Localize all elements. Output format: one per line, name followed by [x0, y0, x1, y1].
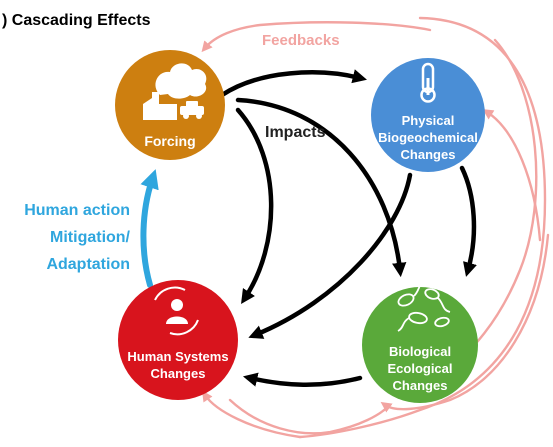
feedbacks-label: Feedbacks: [262, 32, 340, 49]
node-biological-label-line-1: Biological: [389, 344, 451, 359]
human-action-label-line-3: Adaptation: [46, 256, 130, 273]
feedback-lower-link: [228, 398, 392, 435]
human-action-arrow: [140, 169, 159, 288]
diagram-title: ) Cascading Effects: [2, 12, 151, 29]
node-physical-label-line-2: Biogeochemical: [378, 130, 478, 145]
node-physical-label-line-1: Physical: [402, 113, 455, 128]
node-human: Human Systems Changes: [118, 280, 238, 400]
feedback-arrow-to-human: [202, 390, 302, 439]
impact-arrows: [219, 69, 477, 388]
human-action-label-line-2: Mitigation/: [50, 229, 131, 246]
node-forcing: Forcing: [115, 50, 225, 160]
node-human-label-line-1: Human Systems: [127, 349, 228, 364]
human-action-label-line-1: Human action: [24, 202, 130, 219]
node-human-circle: [118, 280, 238, 400]
microbes-icon: [397, 281, 451, 332]
impact-arrow-physical-to-biological: [459, 165, 477, 277]
feedback-arrow-to-physical: [482, 109, 542, 242]
node-biological-label-line-2: Ecological: [387, 361, 452, 376]
impact-arrow-biological-to-human: [242, 372, 363, 388]
thermometer-icon: [420, 62, 436, 103]
feedback-arrow-to-forcing: [201, 21, 432, 53]
person-cycle-icon: [154, 286, 199, 336]
node-human-label-line-2: Changes: [151, 366, 206, 381]
node-biological-circle: [362, 287, 478, 403]
impact-arrow-physical-to-human: [248, 172, 413, 339]
node-physical: Physical Biogeochemical Changes: [371, 58, 485, 172]
node-physical-label-line-3: Changes: [401, 147, 456, 162]
human-action-labels: Human action Mitigation/ Adaptation: [24, 202, 130, 273]
impact-arrow-forcing-to-biological: [235, 97, 407, 278]
node-biological-label-line-3: Changes: [393, 378, 448, 393]
node-forcing-label: Forcing: [144, 133, 195, 149]
feedback-arrow-to-biological: [380, 233, 550, 413]
factory-car-smoke-icon: [143, 63, 207, 120]
impact-arrow-forcing-to-physical: [219, 69, 367, 98]
impacts-label: Impacts: [265, 124, 326, 141]
node-biological: Biological Ecological Changes: [362, 281, 478, 403]
impact-arrow-forcing-to-human: [235, 107, 274, 305]
node-physical-circle: [371, 58, 485, 172]
